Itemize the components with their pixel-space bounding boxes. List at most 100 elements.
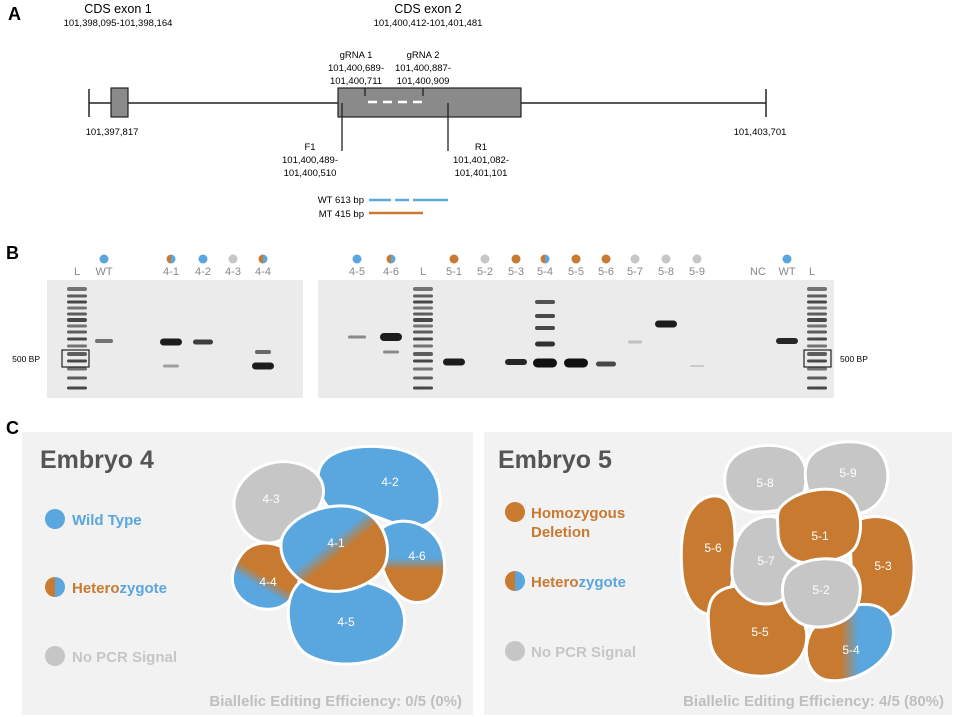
gel-band-21: [413, 324, 433, 328]
gel-band-61: [564, 358, 588, 368]
exon2-coords: 101,400,412-101,401,481: [374, 18, 483, 29]
legend-homozygous-label-2: Deletion: [531, 524, 590, 541]
gel-band-8: [67, 337, 87, 341]
legend-no-pcr-dot-e4: [45, 646, 65, 666]
panel-b-letter: B: [6, 243, 19, 263]
gel1-lane-label-2: WT: [95, 266, 112, 278]
gel1-dot-4-1-right: [171, 254, 176, 264]
gel-band-37: [807, 330, 827, 334]
gel1-lane-label-4: 4-2: [195, 266, 211, 278]
gel1-dot-4-3: [228, 254, 238, 264]
gel-band-47: [163, 364, 179, 368]
legend-wild-type-label: Wild Type: [72, 512, 142, 529]
gel-band-6: [67, 324, 87, 328]
cell-label-5-3: 5-3: [874, 559, 892, 573]
gel1-dot-4-4-right: [263, 254, 268, 264]
grna2-end: 101,400,909: [397, 76, 450, 87]
gel-band-12: [67, 367, 87, 371]
gel2-dot-5-4-right: [545, 254, 550, 264]
f1-start: 101,400,489-: [282, 155, 338, 166]
gel-2: [318, 280, 834, 398]
gel2-lane-label-15: L: [809, 266, 815, 278]
left-end-coord: 101,397,817: [86, 127, 139, 138]
gel-band-11: [67, 359, 87, 363]
legend-het-part-a-e4: Hetero: [72, 580, 120, 597]
legend-het-part-b-e5: zygote: [579, 574, 627, 591]
r1-start: 101,401,082-: [453, 155, 509, 166]
legend-het-part-a-e5: Hetero: [531, 574, 579, 591]
gel2-dot-5-8: [661, 254, 671, 264]
gel2-dot-5-7: [630, 254, 640, 264]
legend-no-pcr-label-e5: No PCR Signal: [531, 644, 636, 661]
gel1-dot-4-2: [198, 254, 208, 264]
gel-band-28: [413, 376, 433, 380]
gel-band-48: [193, 339, 213, 345]
panel-a-letter: A: [8, 4, 21, 24]
gel-band-10: [67, 352, 87, 356]
gel-band-23: [413, 337, 433, 341]
cell-5-2: [781, 557, 862, 629]
gel-band-55: [505, 359, 527, 365]
cell-5-1: [776, 487, 863, 565]
gel-band-50: [252, 362, 274, 370]
gel-band-25: [413, 352, 433, 356]
gel1-dot-4-1-left: [166, 254, 171, 264]
gel1-lane-label-5: 4-3: [225, 266, 241, 278]
gel-band-49: [255, 350, 271, 354]
gel-band-29: [413, 386, 433, 390]
legend-het-label-e5: Heterozygote: [531, 574, 626, 591]
gel-band-4: [67, 312, 87, 316]
legend-homozygous-dot: [505, 502, 525, 522]
cell-label-4-3: 4-3: [262, 492, 280, 506]
embryo-4-panel: Embryo 4 Wild Type Heterozygote No PCR S…: [22, 432, 473, 715]
grna1-label: gRNA 1: [340, 50, 373, 61]
gel-band-40: [807, 352, 827, 356]
gel2-dot-4-6-left: [386, 254, 391, 264]
gel-band-30: [807, 287, 827, 291]
gel-band-44: [807, 386, 827, 390]
gel2-lane-label-1: 4-5: [349, 266, 365, 278]
gel2-lane-label-2: 4-6: [383, 266, 399, 278]
cell-label-4-2: 4-2: [381, 475, 399, 489]
gel-band-17: [413, 300, 433, 304]
gel-band-2: [67, 300, 87, 304]
gel2-lane-label-6: 5-3: [508, 266, 524, 278]
cell-4-1: [279, 504, 389, 593]
gel-band-64: [655, 320, 677, 328]
embryo-5-panel: Embryo 5 Homozygous Deletion Heterozygot…: [484, 432, 952, 715]
genotype-dots: [99, 254, 792, 264]
cell-label-4-1: 4-1: [327, 536, 345, 550]
gel2-dot-4-6-right: [391, 254, 396, 264]
gel-band-39: [807, 344, 827, 348]
panel-c-letter: C: [6, 418, 19, 438]
gel2-lane-label-3: L: [420, 266, 426, 278]
gel2-dot-5-9: [692, 254, 702, 264]
gel2-lane-label-10: 5-7: [627, 266, 643, 278]
exon2-title: CDS exon 2: [394, 2, 461, 16]
gel-band-53: [383, 350, 399, 354]
gel-band-58: [535, 326, 555, 330]
gel-band-0: [67, 287, 87, 291]
gel-band-20: [413, 318, 433, 322]
panel-c: C Embryo 4 Wild Type Heterozygote No PCR…: [6, 418, 952, 715]
gel-band-35: [807, 318, 827, 322]
gel-band-27: [413, 367, 433, 371]
gel2-dot-5-6: [601, 254, 611, 264]
right-end-coord: 101,403,701: [734, 127, 787, 138]
gel-band-41: [807, 359, 827, 363]
legend-het-dot-e4: [45, 577, 65, 597]
cell-label-4-6: 4-6: [408, 549, 426, 563]
gel-band-9: [67, 344, 87, 348]
gel-bands: [67, 287, 827, 390]
gel-band-1: [67, 294, 87, 298]
exon1-coords: 101,398,095-101,398,164: [64, 18, 173, 29]
grna1-start: 101,400,689-: [328, 63, 384, 74]
gel-band-18: [413, 306, 433, 310]
gel2-lane-label-8: 5-5: [568, 266, 584, 278]
legend-het-part-b-e4: zygote: [120, 580, 168, 597]
gel-band-34: [807, 312, 827, 316]
gel-band-32: [807, 300, 827, 304]
gel2-dot-4-5: [352, 254, 362, 264]
marker-box-right: [803, 349, 832, 368]
r1-label: R1: [475, 142, 487, 153]
